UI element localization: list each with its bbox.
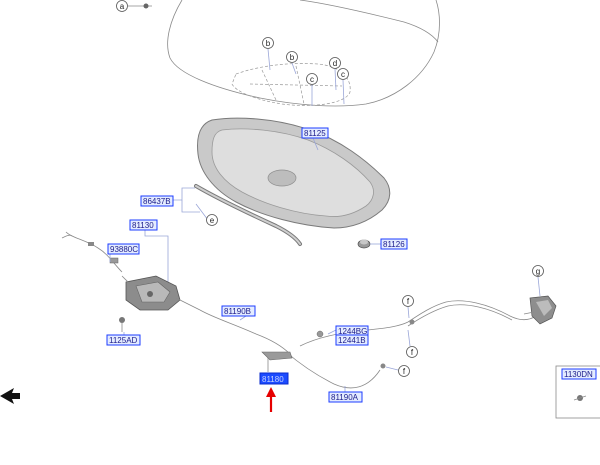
svg-text:81125: 81125 [304, 129, 326, 138]
callout-b-2[interactable]: b [286, 51, 298, 63]
part-label-81125[interactable]: 81125 [301, 127, 329, 139]
callout-a[interactable]: a [116, 0, 128, 12]
part-label-1130DN[interactable]: 1130DN [561, 368, 597, 380]
part-label-81180[interactable]: 81180 [259, 372, 289, 385]
hood-insulator-pad [197, 117, 391, 229]
svg-text:e: e [210, 216, 215, 225]
latch-wire-harness [61, 231, 123, 273]
hood-release-lever [523, 295, 557, 325]
callout-c-2[interactable]: c [337, 68, 349, 80]
svg-text:1244BG: 1244BG [338, 327, 367, 336]
black-arrow-icon [0, 388, 20, 404]
svg-text:f: f [407, 297, 410, 306]
svg-text:f: f [411, 348, 414, 357]
svg-text:c: c [310, 75, 314, 84]
svg-text:1125AD: 1125AD [109, 336, 138, 345]
svg-text:a: a [120, 2, 125, 11]
cable-bracket [261, 351, 293, 372]
svg-text:93880C: 93880C [110, 245, 138, 254]
svg-text:g: g [536, 267, 540, 276]
svg-text:81180: 81180 [262, 375, 284, 384]
svg-text:f: f [403, 367, 406, 376]
svg-text:81190B: 81190B [224, 307, 251, 316]
part-label-81190A[interactable]: 81190A [328, 391, 363, 403]
svg-text:81126: 81126 [383, 240, 405, 249]
part-label-81130[interactable]: 81130 [129, 219, 158, 231]
part-label-93880C[interactable]: 93880C [107, 243, 140, 255]
red-up-arrow-icon [266, 387, 276, 412]
svg-text:b: b [266, 39, 271, 48]
svg-text:81190A: 81190A [331, 393, 359, 402]
callout-c-1[interactable]: c [306, 73, 318, 85]
svg-text:81130: 81130 [132, 221, 154, 230]
callout-d[interactable]: d [329, 57, 341, 69]
callout-f-1[interactable]: f [402, 295, 414, 307]
latch-bolt [119, 317, 125, 332]
hood-panel [167, 0, 440, 107]
hood-bumper-stopper [357, 239, 371, 249]
part-label-1125AD[interactable]: 1125AD [106, 334, 141, 346]
callout-e[interactable]: e [206, 214, 218, 226]
part-label-12441B[interactable]: 12441B [335, 334, 369, 346]
hood-release-cable [199, 300, 537, 389]
callout-f-3[interactable]: f [398, 365, 410, 377]
svg-text:12441B: 12441B [338, 336, 366, 345]
svg-text:b: b [290, 53, 295, 62]
part-label-81126[interactable]: 81126 [380, 238, 408, 250]
hood-bolt [128, 3, 152, 9]
svg-text:86437B: 86437B [143, 197, 171, 206]
callout-g[interactable]: g [532, 265, 544, 277]
part-label-81190B[interactable]: 81190B [221, 305, 256, 317]
svg-text:d: d [333, 59, 337, 68]
part-label-86437B[interactable]: 86437B [140, 195, 174, 207]
hood-weather-strip [194, 184, 302, 246]
callout-f-2[interactable]: f [406, 346, 418, 358]
callout-b-1[interactable]: b [262, 37, 274, 49]
svg-text:1130DN: 1130DN [564, 370, 593, 379]
inset-clip-fastener [573, 395, 587, 401]
hood-latch-body [121, 275, 201, 311]
svg-text:c: c [341, 70, 345, 79]
